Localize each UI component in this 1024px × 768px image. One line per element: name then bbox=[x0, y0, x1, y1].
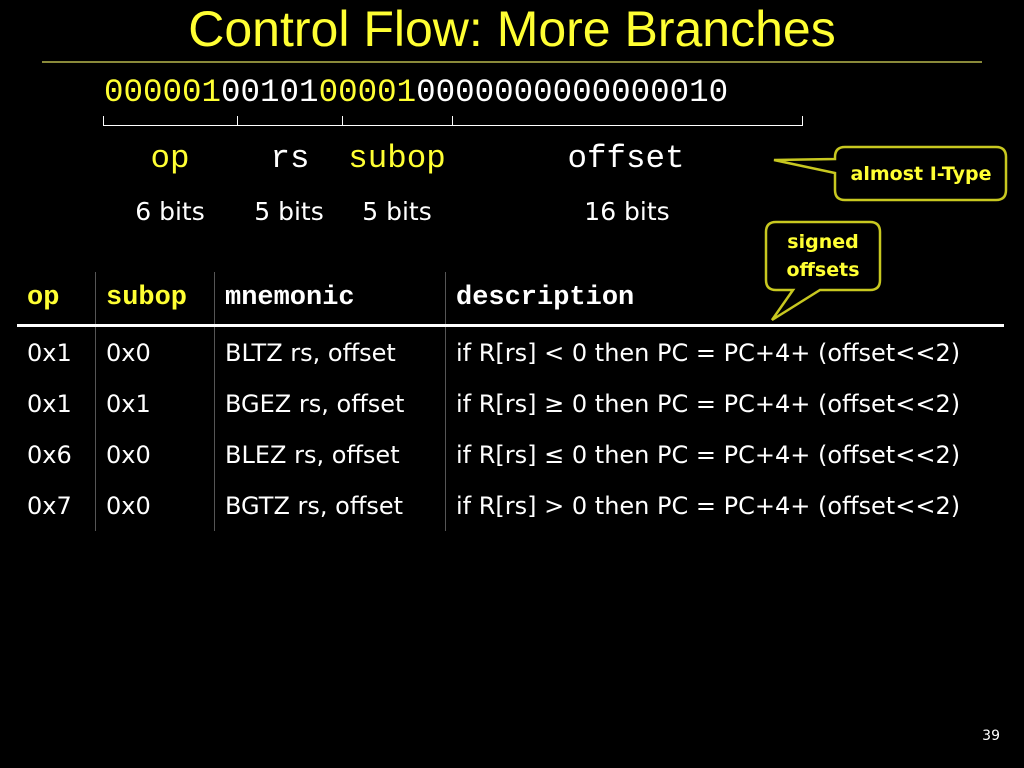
table-row: 0x7 0x0 BGTZ rs, offset if R[rs] > 0 the… bbox=[17, 480, 1004, 531]
branch-table: op subop mnemonic description 0x1 0x0 BL… bbox=[17, 272, 1004, 531]
bracket-tick bbox=[452, 116, 453, 126]
cell-mnemonic: BLTZ rs, offset bbox=[214, 325, 446, 378]
field-rs: rs bbox=[270, 140, 310, 177]
bracket-tick bbox=[103, 116, 104, 126]
field-subop: subop bbox=[348, 140, 446, 177]
bitcount-subop: 5 bits bbox=[362, 197, 432, 226]
header-op: op bbox=[27, 283, 60, 313]
cell-subop: 0x0 bbox=[95, 480, 215, 531]
bits-op: 000001 bbox=[104, 74, 222, 111]
cell-subop: 0x0 bbox=[95, 325, 215, 378]
bracket-tick bbox=[237, 116, 238, 126]
cell-mnemonic: BLEZ rs, offset bbox=[214, 429, 446, 480]
table-row: 0x6 0x0 BLEZ rs, offset if R[rs] ≤ 0 the… bbox=[17, 429, 1004, 480]
header-description: description bbox=[445, 272, 1004, 326]
header-subop: subop bbox=[95, 272, 215, 326]
cell-op: 0x6 bbox=[27, 440, 72, 469]
bracket-tick bbox=[342, 116, 343, 126]
title-divider bbox=[42, 61, 982, 63]
bits-rs: 00101 bbox=[221, 74, 319, 111]
cell-op: 0x7 bbox=[27, 491, 72, 520]
callout-almost-itype: almost I-Type bbox=[850, 163, 992, 185]
page-number: 39 bbox=[982, 728, 1000, 744]
cell-description: if R[rs] ≥ 0 then PC = PC+4+ (offset<<2) bbox=[445, 378, 1004, 429]
cell-op: 0x1 bbox=[27, 338, 72, 367]
field-offset: offset bbox=[567, 140, 685, 177]
table-row: 0x1 0x1 BGEZ rs, offset if R[rs] ≥ 0 the… bbox=[17, 378, 1004, 429]
bits-offset: 0000000000000010 bbox=[416, 74, 729, 111]
slide-title: Control Flow: More Branches bbox=[188, 1, 836, 57]
bits-subop: 00001 bbox=[318, 74, 417, 111]
cell-description: if R[rs] < 0 then PC = PC+4+ (offset<<2) bbox=[445, 325, 1004, 378]
cell-mnemonic: BGEZ rs, offset bbox=[214, 378, 446, 429]
field-bracket bbox=[103, 125, 803, 126]
bitcount-op: 6 bits bbox=[135, 197, 205, 226]
cell-description: if R[rs] ≤ 0 then PC = PC+4+ (offset<<2) bbox=[445, 429, 1004, 480]
header-mnemonic: mnemonic bbox=[214, 272, 446, 326]
bitcount-offset: 16 bits bbox=[584, 197, 670, 226]
bitcount-rs: 5 bits bbox=[254, 197, 324, 226]
cell-mnemonic: BGTZ rs, offset bbox=[214, 480, 446, 531]
table-row: 0x1 0x0 BLTZ rs, offset if R[rs] < 0 the… bbox=[17, 325, 1004, 378]
cell-description: if R[rs] > 0 then PC = PC+4+ (offset<<2) bbox=[445, 480, 1004, 531]
cell-subop: 0x0 bbox=[95, 429, 215, 480]
table-header-row: op subop mnemonic description bbox=[17, 272, 1004, 326]
instruction-bits: 00000100101000010000000000000010 bbox=[104, 73, 728, 113]
field-op: op bbox=[150, 140, 190, 177]
bracket-tick bbox=[802, 116, 803, 126]
cell-op: 0x1 bbox=[27, 389, 72, 418]
callout-signed-line1: signed bbox=[787, 231, 859, 253]
cell-subop: 0x1 bbox=[95, 378, 215, 429]
